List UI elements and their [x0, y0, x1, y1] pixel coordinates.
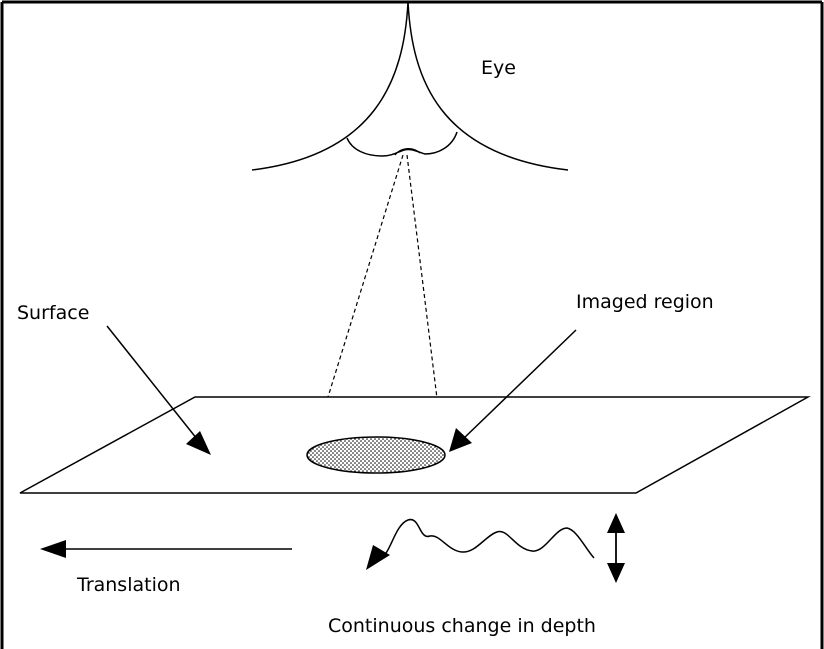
surface-label: Surface	[17, 302, 90, 324]
eye-label: Eye	[481, 57, 516, 79]
imaged-region-pointer-arrowhead	[449, 428, 472, 452]
view-cone-right	[406, 154, 445, 456]
depth-change-label: Continuous change in depth	[328, 615, 596, 637]
eye-lens	[346, 131, 458, 157]
eye-pupil	[394, 148, 421, 156]
eye-right-curve	[407, 1, 569, 171]
depth-double-arrow-up	[607, 513, 625, 533]
translation-arrowhead	[40, 540, 66, 558]
depth-double-arrow-down	[607, 563, 625, 583]
imaged-region-ellipse	[306, 436, 446, 474]
eye-left-curve	[251, 1, 409, 171]
depth-wavy-path	[385, 518, 595, 559]
imaged-region-label: Imaged region	[576, 291, 714, 313]
translation-label: Translation	[77, 574, 181, 596]
surface-pointer-arrowhead	[186, 431, 211, 455]
depth-wavy-arrowhead	[366, 545, 390, 570]
imaged-region-pointer-line	[461, 329, 577, 441]
surface-pointer-line	[106, 325, 198, 440]
